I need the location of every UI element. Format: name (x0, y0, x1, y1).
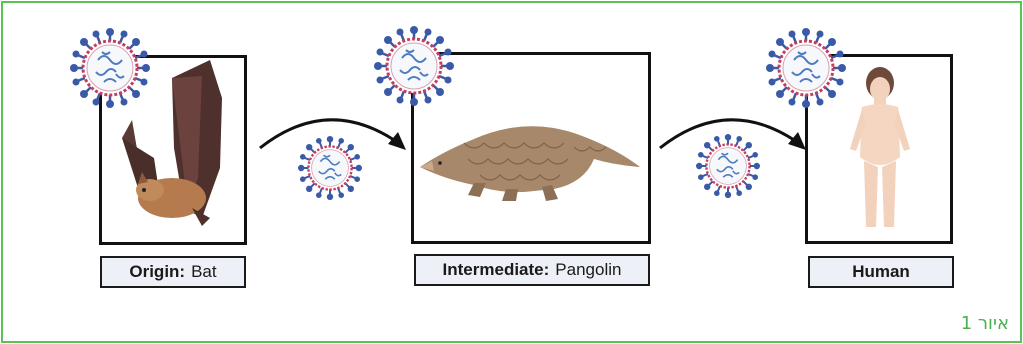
origin-label-prefix: Origin: (129, 262, 185, 282)
human-label-name: Human (852, 262, 910, 282)
arrow-icon (656, 110, 816, 160)
figure-caption: איור 1 (961, 313, 1009, 334)
human-label: Human (808, 256, 954, 288)
virus-icon (766, 28, 846, 108)
intermediate-label-name: Pangolin (555, 260, 621, 280)
origin-label: Origin: Bat (100, 256, 246, 288)
arrow-icon (256, 110, 416, 160)
intermediate-label-prefix: Intermediate: (443, 260, 550, 280)
virus-icon (374, 26, 454, 106)
intermediate-label: Intermediate: Pangolin (414, 254, 650, 286)
virus-icon (70, 28, 150, 108)
origin-label-name: Bat (191, 262, 217, 282)
